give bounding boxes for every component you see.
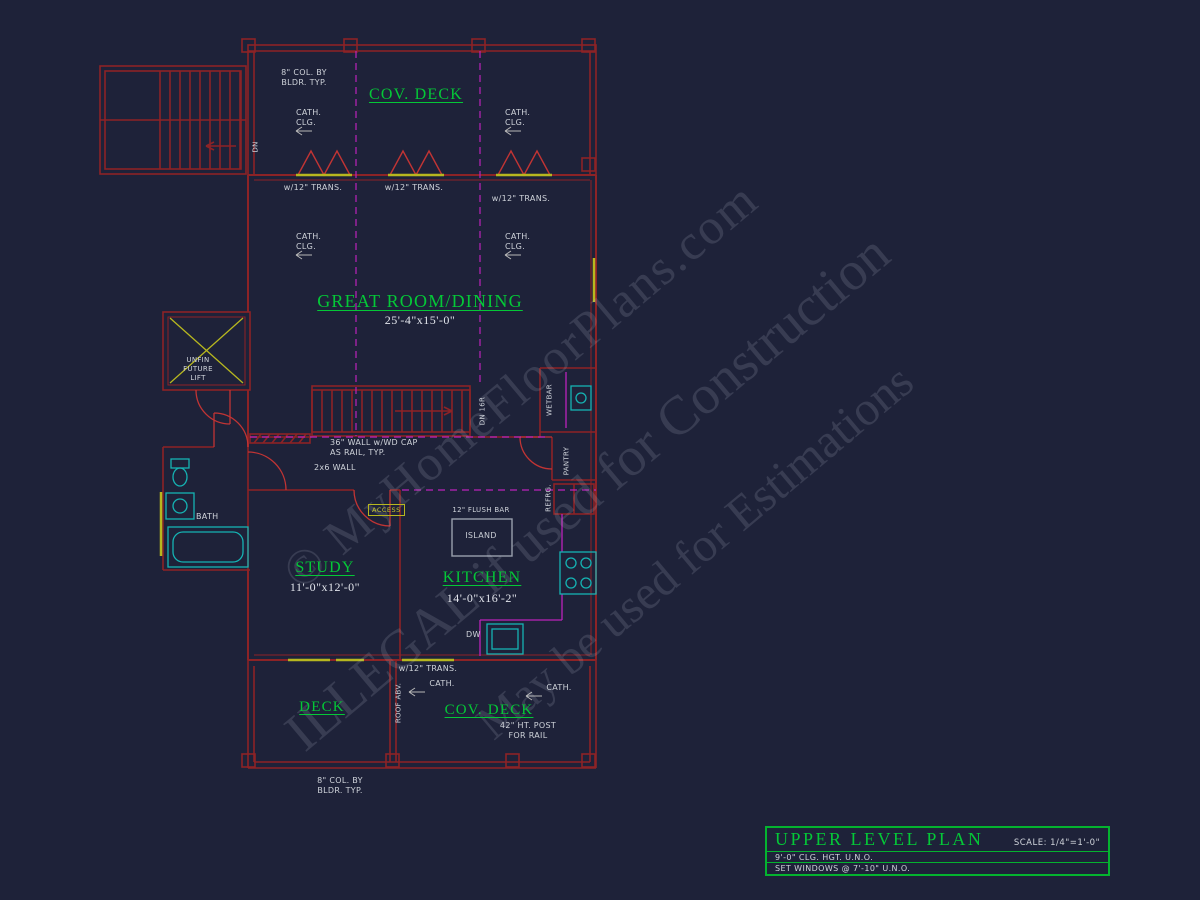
note-line: FUTURE [183, 365, 213, 374]
rail-hatch [249, 433, 311, 444]
cath-clg-note-deck-right: CATH. CLG. [505, 108, 530, 129]
flush-bar-label: 12" FLUSH BAR [452, 506, 510, 514]
title-block-header: UPPER LEVEL PLAN SCALE: 1/4"=1'-0" [767, 828, 1108, 852]
refrigerator-label: REFRG. [544, 484, 553, 512]
room-dims-study: 11'-0"x12'-0" [289, 580, 361, 594]
bath-walls [162, 446, 250, 571]
plan-title: UPPER LEVEL PLAN [775, 829, 984, 849]
transom-note-2: w/12" TRANS. [384, 183, 444, 192]
wetbar-label: WETBAR [545, 384, 554, 416]
room-label-cov-deck-bottom: COV. DECK [444, 702, 534, 718]
window-transoms [297, 149, 551, 177]
note-line: 8" COL. BY [317, 776, 363, 785]
plan-note-ceiling: 9'-0" CLG. HGT. U.N.O. [767, 852, 1108, 863]
column-note-top: 8" COL. BY BLDR. TYP. [281, 68, 327, 89]
kitchen-counter [479, 372, 567, 656]
plan-note-windows: SET WINDOWS @ 7'-10" U.N.O. [775, 864, 911, 873]
note-line: CATH. [505, 108, 531, 117]
ceiling-break-lines [250, 51, 596, 491]
roof-above-label: ROOF ABV. [394, 682, 403, 724]
cath-clg-note-deck-left: CATH. CLG. [296, 108, 321, 129]
note-line: LIFT [190, 374, 206, 383]
note-line: 8" COL. BY [281, 68, 327, 77]
walls-layer [99, 38, 597, 769]
room-dims-kitchen: 14'-0"x16'-2" [446, 591, 518, 605]
plan-scale: SCALE: 1/4"=1'-0" [1013, 838, 1100, 848]
windows-yellow [159, 173, 596, 662]
refrigerator [553, 483, 595, 515]
bath-label: BATH [196, 512, 219, 521]
room-label-study: STUDY [295, 559, 355, 576]
note-line: FOR RAIL [508, 731, 548, 741]
island-label: ISLAND [465, 531, 497, 540]
cath-note-deck-right: CATH. [546, 683, 572, 692]
access-panel-label: ACCESS [368, 504, 405, 516]
dishwasher-label: DW [466, 630, 481, 639]
note-line: CATH. [296, 108, 322, 117]
transom-note-bottom: w/12" TRANS. [398, 664, 458, 673]
room-label-kitchen: KITCHEN [442, 569, 522, 586]
upper-stairs [99, 65, 247, 175]
island-outline [451, 518, 513, 557]
note-line: 42" HT. POST [499, 721, 557, 730]
room-label-cov-deck-top: COV. DECK [368, 86, 464, 103]
note-line: UNFIN [186, 356, 210, 364]
note-line: CLG. [505, 118, 525, 128]
leader-arrows [295, 126, 542, 701]
note-line: AS RAIL, TYP. [330, 448, 386, 458]
note-line: BLDR. TYP. [317, 786, 363, 796]
interior-stairs [311, 385, 471, 437]
room-dims-great-room: 25'-4"x15'-0" [384, 313, 456, 327]
note-line: CLG. [296, 118, 316, 128]
note-line: 36" WALL w/WD CAP [330, 438, 418, 447]
note-line: CATH. [296, 232, 322, 241]
note-line: CLG. [505, 242, 525, 252]
column-note-bottom: 8" COL. BY BLDR. TYP. [317, 776, 363, 797]
bottom-deck [241, 660, 597, 769]
title-block: UPPER LEVEL PLAN SCALE: 1/4"=1'-0" 9'-0"… [765, 826, 1110, 876]
post-note: 42" HT. POST FOR RAIL [500, 721, 556, 742]
wall-2x6-note: 2x6 WALL [314, 463, 356, 472]
top-deck [241, 38, 597, 176]
cath-clg-note-room-right: CATH. CLG. [505, 232, 530, 253]
cath-clg-note-room-left: CATH. CLG. [296, 232, 321, 253]
transom-note-1: w/12" TRANS. [283, 183, 343, 192]
rail-wall-note: 36" WALL w/WD CAP AS RAIL, TYP. [330, 438, 418, 459]
cath-note-deck-left: CATH. [429, 679, 455, 688]
room-label-deck: DECK [299, 699, 345, 715]
pantry-label: PANTRY [562, 446, 571, 476]
future-lift-label: UNFIN FUTURE LIFT [183, 356, 213, 383]
note-line: BLDR. TYP. [281, 78, 327, 88]
note-line: CLG. [296, 242, 316, 252]
dn-16r-label: DN 16R [478, 396, 487, 426]
plumbing-fixtures [165, 385, 597, 655]
room-label-great-room: GREAT ROOM/DINING [317, 291, 523, 311]
lift-shaft [162, 311, 251, 391]
note-line: CATH. [505, 232, 531, 241]
door-swings [195, 389, 553, 527]
transom-note-3: w/12" TRANS. [491, 194, 551, 203]
dn-label-upper-stairs: DN [251, 141, 260, 153]
